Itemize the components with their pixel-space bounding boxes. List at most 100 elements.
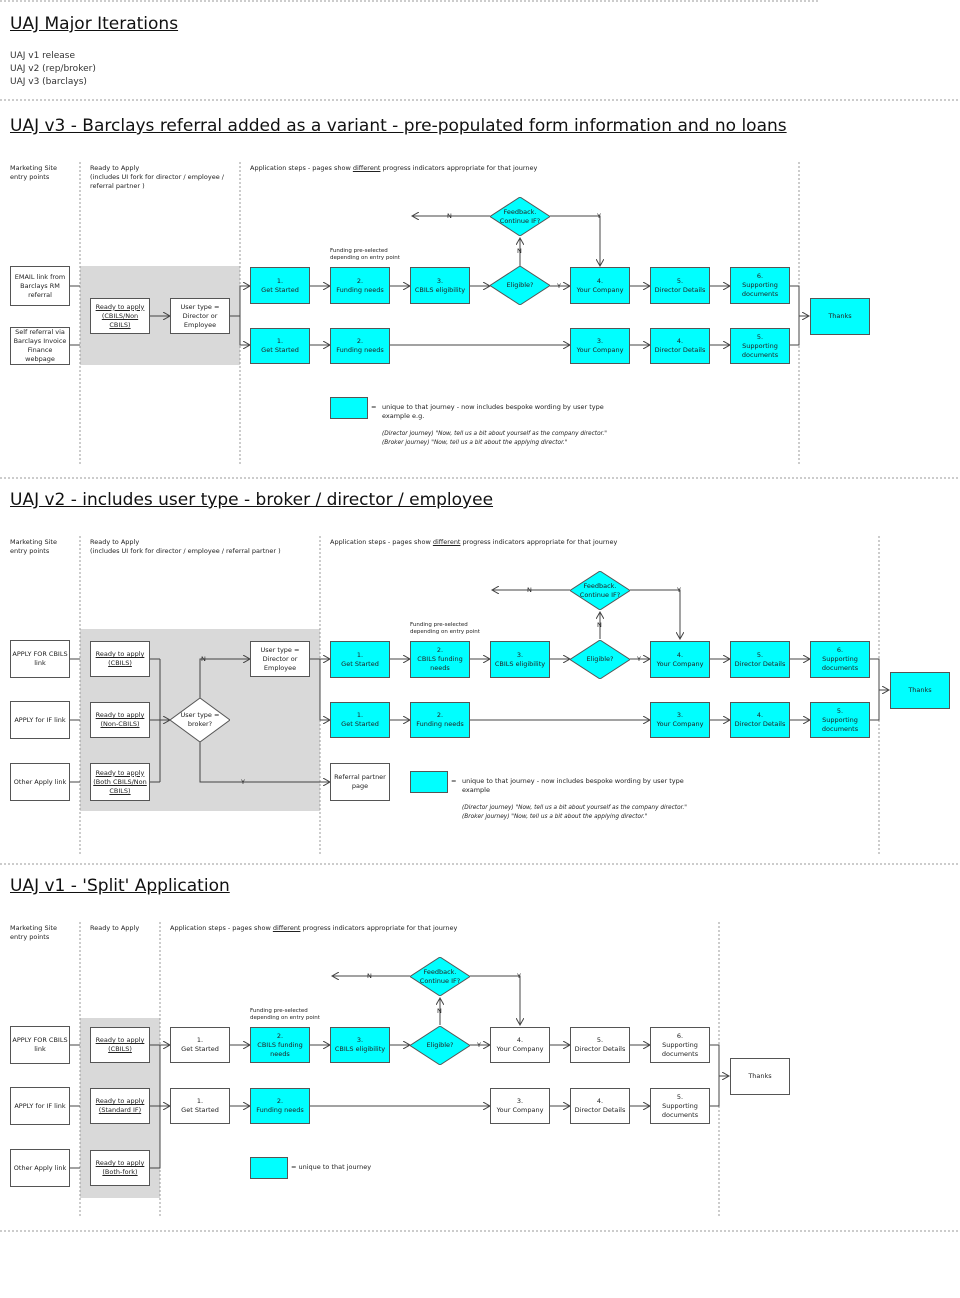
v3-eligible-diamond: Eligible? xyxy=(490,266,550,305)
v3-entry-email: EMAIL link from Barclays RM referral xyxy=(10,266,70,306)
v1-label-y-feedback: Y xyxy=(517,972,521,980)
v1-ready-cbils: Ready to apply (CBILS) xyxy=(90,1027,150,1063)
v3-row1-step5: 5. Director Details xyxy=(650,267,710,304)
v3-funding-note: Funding pre-selected depending on entry … xyxy=(330,248,400,261)
v3-example-broker: (Broker journey) "Now, tell us a bit abo… xyxy=(382,439,567,448)
v2-entry-if: APPLY for IF link xyxy=(10,701,70,739)
v1-feedback-label: Feedback. Continue IF? xyxy=(419,967,461,985)
v1-heading: UAJ v1 - 'Split' Application xyxy=(10,876,230,896)
v2-col-steps-emph: different xyxy=(432,538,461,546)
v1-col-ready: Ready to Apply xyxy=(90,924,140,932)
v2-entry-other: Other Apply link xyxy=(10,763,70,801)
v3-row2-step1: 1. Get Started xyxy=(250,328,310,364)
v3-row1-step3: 3. CBILS eligibility xyxy=(410,267,470,304)
v2-feedback-diamond: Feedback. Continue IF? xyxy=(570,571,630,610)
v1-row1-step5: 5. Director Details xyxy=(570,1027,630,1063)
v1-thanks: Thanks xyxy=(730,1058,790,1095)
v2-row2-step5: 5. Supporting documents xyxy=(810,702,870,738)
v3-heading: UAJ v3 - Barclays referral added as a va… xyxy=(10,116,787,136)
v3-row1-step4: 4. Your Company xyxy=(570,267,630,304)
v3-label-n-feedback: N xyxy=(447,212,452,220)
v2-example-director: (Director journey) "Now, tell us a bit a… xyxy=(462,804,687,813)
v3-row2-step5: 5. Supporting documents xyxy=(730,328,790,364)
v2-funding-note: Funding pre-selected depending on entry … xyxy=(410,622,480,635)
v1-row2-step4: 4. Director Details xyxy=(570,1088,630,1124)
v3-row1-step2: 2. Funding needs xyxy=(330,267,390,304)
v3-row2-step2: 2. Funding needs xyxy=(330,328,390,364)
v1-ready-both: Ready to apply (Both-fork) xyxy=(90,1150,150,1186)
v1-row1-step1: 1. Get Started xyxy=(170,1027,230,1063)
v2-row2-step2: 2. Funding needs xyxy=(410,702,470,738)
v3-legend: unique to that journey - now includes be… xyxy=(382,403,604,420)
v2-label-n-feedback: N xyxy=(527,586,532,594)
v3-example-broker-text: (Broker journey) "Now, tell us a bit abo… xyxy=(382,440,568,446)
v2-broker-label: User type = broker? xyxy=(180,711,220,728)
v3-entry-self: Self referral via Barclays Invoice Finan… xyxy=(10,327,70,365)
v2-example-director-text: (Director journey) "Now, tell us a bit a… xyxy=(462,805,687,811)
v3-col-steps-emph: different xyxy=(352,164,381,172)
page-title: UAJ Major Iterations xyxy=(10,14,179,34)
v1-entry-if: APPLY for IF link xyxy=(10,1087,70,1125)
v2-eligible-diamond: Eligible? xyxy=(570,640,630,679)
v1-entry-other: Other Apply link xyxy=(10,1149,70,1187)
v2-feedback-label: Feedback. Continue IF? xyxy=(579,581,621,599)
iteration-v3: UAJ v3 (barclays) xyxy=(10,77,87,87)
v3-row2-step4: 4. Director Details xyxy=(650,328,710,364)
v2-label-y-broker: Y xyxy=(241,778,245,786)
v1-label-n-feedback: N xyxy=(367,972,372,980)
v2-col-steps: Application steps - pages show different… xyxy=(330,538,617,547)
v3-example-director: (Director journey) "Now, tell us a bit a… xyxy=(382,430,607,439)
v2-row1-step2: 2. CBILS funding needs xyxy=(410,641,470,678)
v3-thanks: Thanks xyxy=(810,298,870,335)
v2-row2-step3: 3. Your Company xyxy=(650,702,710,738)
v2-legend: unique to that journey - now includes be… xyxy=(462,777,684,794)
v2-broker-diamond: User type = broker? xyxy=(170,698,230,742)
v1-row1-step3: 3. CBILS eligibility xyxy=(330,1027,390,1063)
v3-ready-to-apply: Ready to apply (CBILS/Non CBILS) xyxy=(90,298,150,334)
v1-col-marketing: Marketing Site entry points xyxy=(10,924,57,941)
v1-entry-cbils: APPLY FOR CBILS link xyxy=(10,1026,70,1064)
v2-eligible-shape xyxy=(570,640,630,679)
v1-row2-step3: 3. Your Company xyxy=(490,1088,550,1124)
v1-feedback-shape xyxy=(410,957,470,996)
v3-label-y-eligible: Y xyxy=(557,282,561,290)
v1-row1-step2: 2. CBILS funding needs xyxy=(250,1027,310,1063)
v2-row1-step1: 1. Get Started xyxy=(330,641,390,678)
v2-col-ready: Ready to Apply (includes UI fork for dir… xyxy=(90,538,281,555)
v3-row2-step3: 3. Your Company xyxy=(570,328,630,364)
v3-label-y-feedback: Y xyxy=(597,212,601,220)
v2-example-broker: (Broker journey) "Now, tell us a bit abo… xyxy=(462,813,647,822)
v1-eligible-diamond: Eligible? xyxy=(410,1026,470,1065)
v3-col-marketing: Marketing Site entry points xyxy=(10,164,57,181)
v3-col-steps-pre: Application steps - pages show xyxy=(250,164,353,172)
v2-col-steps-post: progress indicators appropriate for that… xyxy=(460,538,618,546)
v1-ready-if: Ready to apply (Standard IF) xyxy=(90,1088,150,1124)
v3-legend-eq: = xyxy=(371,403,377,411)
v2-legend-eq: = xyxy=(451,777,457,785)
v1-label-y-eligible: Y xyxy=(477,1041,481,1049)
v2-broker-shape xyxy=(170,698,230,742)
v1-feedback-diamond: Feedback. Continue IF? xyxy=(410,957,470,996)
v2-row1-step3: 3. CBILS eligibility xyxy=(490,641,550,678)
v1-label-n-eligible: N xyxy=(437,1007,442,1015)
v2-example-broker-text: (Broker journey) "Now, tell us a bit abo… xyxy=(462,814,648,820)
v1-col-steps-pre: Application steps - pages show xyxy=(170,924,273,932)
v1-funding-note: Funding pre-selected depending on entry … xyxy=(250,1008,320,1021)
v1-row2-step2: 2. Funding needs xyxy=(250,1088,310,1124)
v2-referral-partner: Referral partner page xyxy=(330,763,390,801)
v2-user-type: User type = Director or Employee xyxy=(250,641,310,677)
v3-feedback-diamond: Feedback. Continue IF? xyxy=(490,197,550,236)
v2-eligible-label: Eligible? xyxy=(586,655,614,663)
v3-user-type: User type = Director or Employee xyxy=(170,298,230,334)
v2-row1-step5: 5. Director Details xyxy=(730,641,790,678)
v1-row1-step6: 6. Supporting documents xyxy=(650,1027,710,1063)
v2-thanks: Thanks xyxy=(890,672,950,709)
v1-row1-step4: 4. Your Company xyxy=(490,1027,550,1063)
v3-feedback-shape xyxy=(490,197,550,236)
v2-feedback-shape xyxy=(570,571,630,610)
v2-label-n-eligible: N xyxy=(597,621,602,629)
v2-col-marketing: Marketing Site entry points xyxy=(10,538,57,555)
v2-ready-noncbils: Ready to apply (Non-CBILS) xyxy=(90,702,150,738)
v3-col-ready: Ready to Apply (includes UI fork for dir… xyxy=(90,164,224,190)
